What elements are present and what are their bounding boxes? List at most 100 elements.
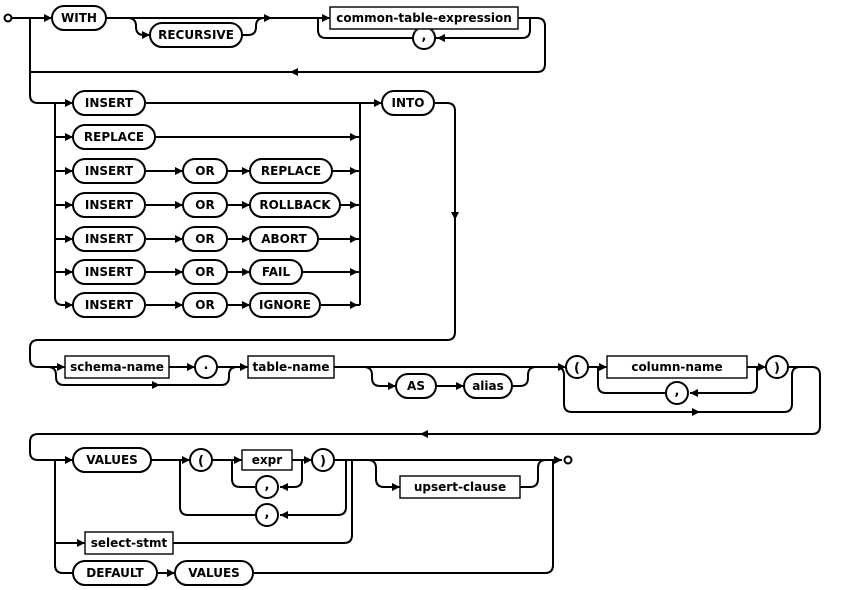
keyword-box <box>72 226 146 252</box>
keyword-box <box>72 192 146 218</box>
keyword-box <box>72 447 152 473</box>
nonterminal-upsert-clause[interactable]: upsert-clause <box>399 475 521 499</box>
keyword-box <box>249 259 303 285</box>
keyword-box <box>149 22 243 48</box>
nonterminal-common-table-expression[interactable]: common-table-expression <box>329 6 519 30</box>
nonterminal-label: expr <box>252 453 282 467</box>
keyword-box <box>182 259 228 285</box>
keyword-abort: ABORT <box>249 226 319 252</box>
nonterminal-box[interactable] <box>241 449 293 471</box>
keyword-box <box>249 226 319 252</box>
nonterminal-label: column-name <box>631 360 722 374</box>
keyword-with: WITH <box>51 5 107 31</box>
keyword-insert: INSERT <box>72 158 146 184</box>
rparen-label: ) <box>774 361 780 376</box>
nonterminal-box[interactable] <box>399 475 521 499</box>
punct-circle <box>255 475 279 499</box>
keyword-box <box>249 292 321 318</box>
keyword-into: INTO <box>381 90 435 116</box>
keyword-fail: FAIL <box>249 259 303 285</box>
nonterminal-box[interactable] <box>64 355 170 379</box>
keyword-box <box>182 226 228 252</box>
keyword-default: DEFAULT <box>72 560 158 586</box>
keyword-fail-label: FAIL <box>262 265 291 279</box>
punct-circle <box>189 448 213 472</box>
keyword-abort-label: ABORT <box>261 232 307 246</box>
keyword-box <box>182 192 228 218</box>
nonterminal-label: schema-name <box>70 360 164 374</box>
nonterminal-box[interactable] <box>329 6 519 30</box>
dot-terminal: . <box>194 355 218 379</box>
rparen-terminal: ) <box>765 355 789 379</box>
nonterminal-box[interactable] <box>84 531 174 555</box>
nonterminal-schema-name[interactable]: schema-name <box>64 355 170 379</box>
comma-terminal: , <box>412 26 436 50</box>
keyword-or-label: OR <box>195 298 214 312</box>
nonterminal-label: table-name <box>253 360 330 374</box>
keyword-values: VALUES <box>174 560 254 586</box>
keyword-insert-label: INSERT <box>85 164 134 178</box>
keyword-values: VALUES <box>72 447 152 473</box>
keyword-with-label: WITH <box>61 11 97 25</box>
keyword-insert-label: INSERT <box>85 298 134 312</box>
keyword-or-label: OR <box>195 164 214 178</box>
nonterminal-column-name[interactable]: column-name <box>606 355 748 379</box>
keyword-box <box>249 158 333 184</box>
keyword-box <box>381 90 435 116</box>
comma-label: , <box>265 506 270 521</box>
keyword-box <box>51 5 107 31</box>
keyword-insert: INSERT <box>72 90 146 116</box>
keyword-ignore: IGNORE <box>249 292 321 318</box>
start-terminal <box>3 13 13 23</box>
keyword-or-label: OR <box>195 232 214 246</box>
alias-terminal: alias <box>463 373 513 399</box>
keyword-insert-label: INSERT <box>85 265 134 279</box>
comma-terminal: , <box>255 503 279 527</box>
keyword-insert-label: INSERT <box>85 232 134 246</box>
rparen-terminal: ) <box>311 448 335 472</box>
nonterminal-box[interactable] <box>247 355 335 379</box>
keyword-or: OR <box>182 192 228 218</box>
keyword-recursive: RECURSIVE <box>149 22 243 48</box>
comma-terminal: , <box>255 475 279 499</box>
keyword-box <box>72 560 158 586</box>
nonterminal-label: select-stmt <box>91 536 168 550</box>
nonterminal-select-stmt[interactable]: select-stmt <box>84 531 174 555</box>
keyword-box <box>72 259 146 285</box>
punct-circle <box>311 448 335 472</box>
nonterminal-label: upsert-clause <box>414 480 506 494</box>
comma-terminal: , <box>665 381 689 405</box>
keyword-box <box>72 90 146 116</box>
punct-circle <box>565 355 589 379</box>
punct-circle <box>194 355 218 379</box>
end-terminal <box>563 455 573 465</box>
keyword-replace-label: REPLACE <box>84 130 144 144</box>
comma-label: , <box>265 478 270 493</box>
keyword-as: AS <box>395 373 437 399</box>
keyword-as-label: AS <box>407 379 425 393</box>
keyword-box <box>174 560 254 586</box>
keyword-or: OR <box>182 226 228 252</box>
lparen-terminal: ( <box>565 355 589 379</box>
nonterminal-expr[interactable]: expr <box>241 449 293 471</box>
keyword-values-label: VALUES <box>188 566 240 580</box>
keyword-box <box>249 192 341 218</box>
keyword-replace-label: REPLACE <box>261 164 321 178</box>
keyword-replace: REPLACE <box>249 158 333 184</box>
keyword-or: OR <box>182 158 228 184</box>
keyword-insert-label: INSERT <box>85 96 134 110</box>
keyword-box <box>72 292 146 318</box>
punct-circle <box>765 355 789 379</box>
nonterminal-table-name[interactable]: table-name <box>247 355 335 379</box>
keyword-replace: REPLACE <box>72 124 156 150</box>
nonterminal-box[interactable] <box>606 355 748 379</box>
keyword-rollback: ROLLBACK <box>249 192 341 218</box>
rparen-label: ) <box>320 454 326 469</box>
keyword-or-label: OR <box>195 198 214 212</box>
lparen-terminal: ( <box>189 448 213 472</box>
keyword-box <box>463 373 513 399</box>
nonterminal-label: common-table-expression <box>336 11 512 25</box>
comma-label: , <box>675 384 680 399</box>
